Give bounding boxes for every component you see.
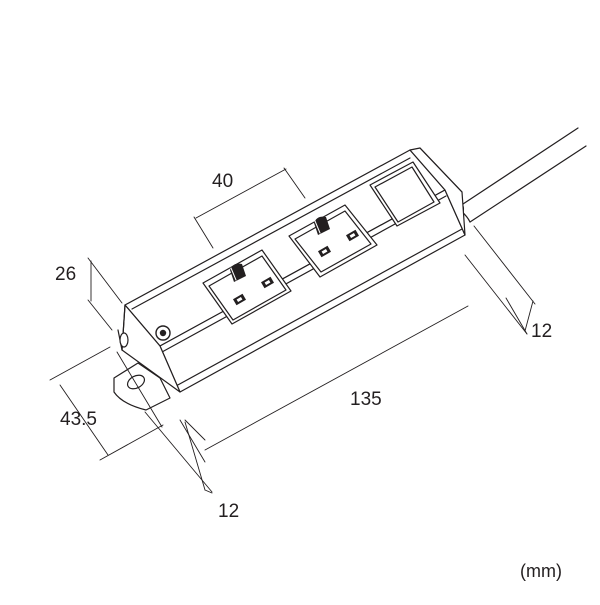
mounting-tab <box>114 363 170 410</box>
dimension-label-right-offset: 12 <box>531 321 553 342</box>
dimension-lines <box>50 168 535 493</box>
power-cord <box>448 128 586 222</box>
strip-body <box>118 148 465 392</box>
dimension-label-depth: 43.5 <box>60 409 97 430</box>
dimension-label-bottom-offset: 12 <box>218 501 240 522</box>
dimension-label-socket-pitch: 40 <box>212 171 234 192</box>
mounting-hole-icon <box>125 372 147 391</box>
outlet-icon <box>203 250 291 324</box>
dimension-label-height: 26 <box>55 264 77 285</box>
unit-label: (mm) <box>520 561 562 581</box>
mounting-screw-icon <box>156 326 170 340</box>
switch-icon <box>370 162 440 226</box>
outlet-icon <box>289 205 377 277</box>
dimension-label-length: 135 <box>350 389 382 410</box>
